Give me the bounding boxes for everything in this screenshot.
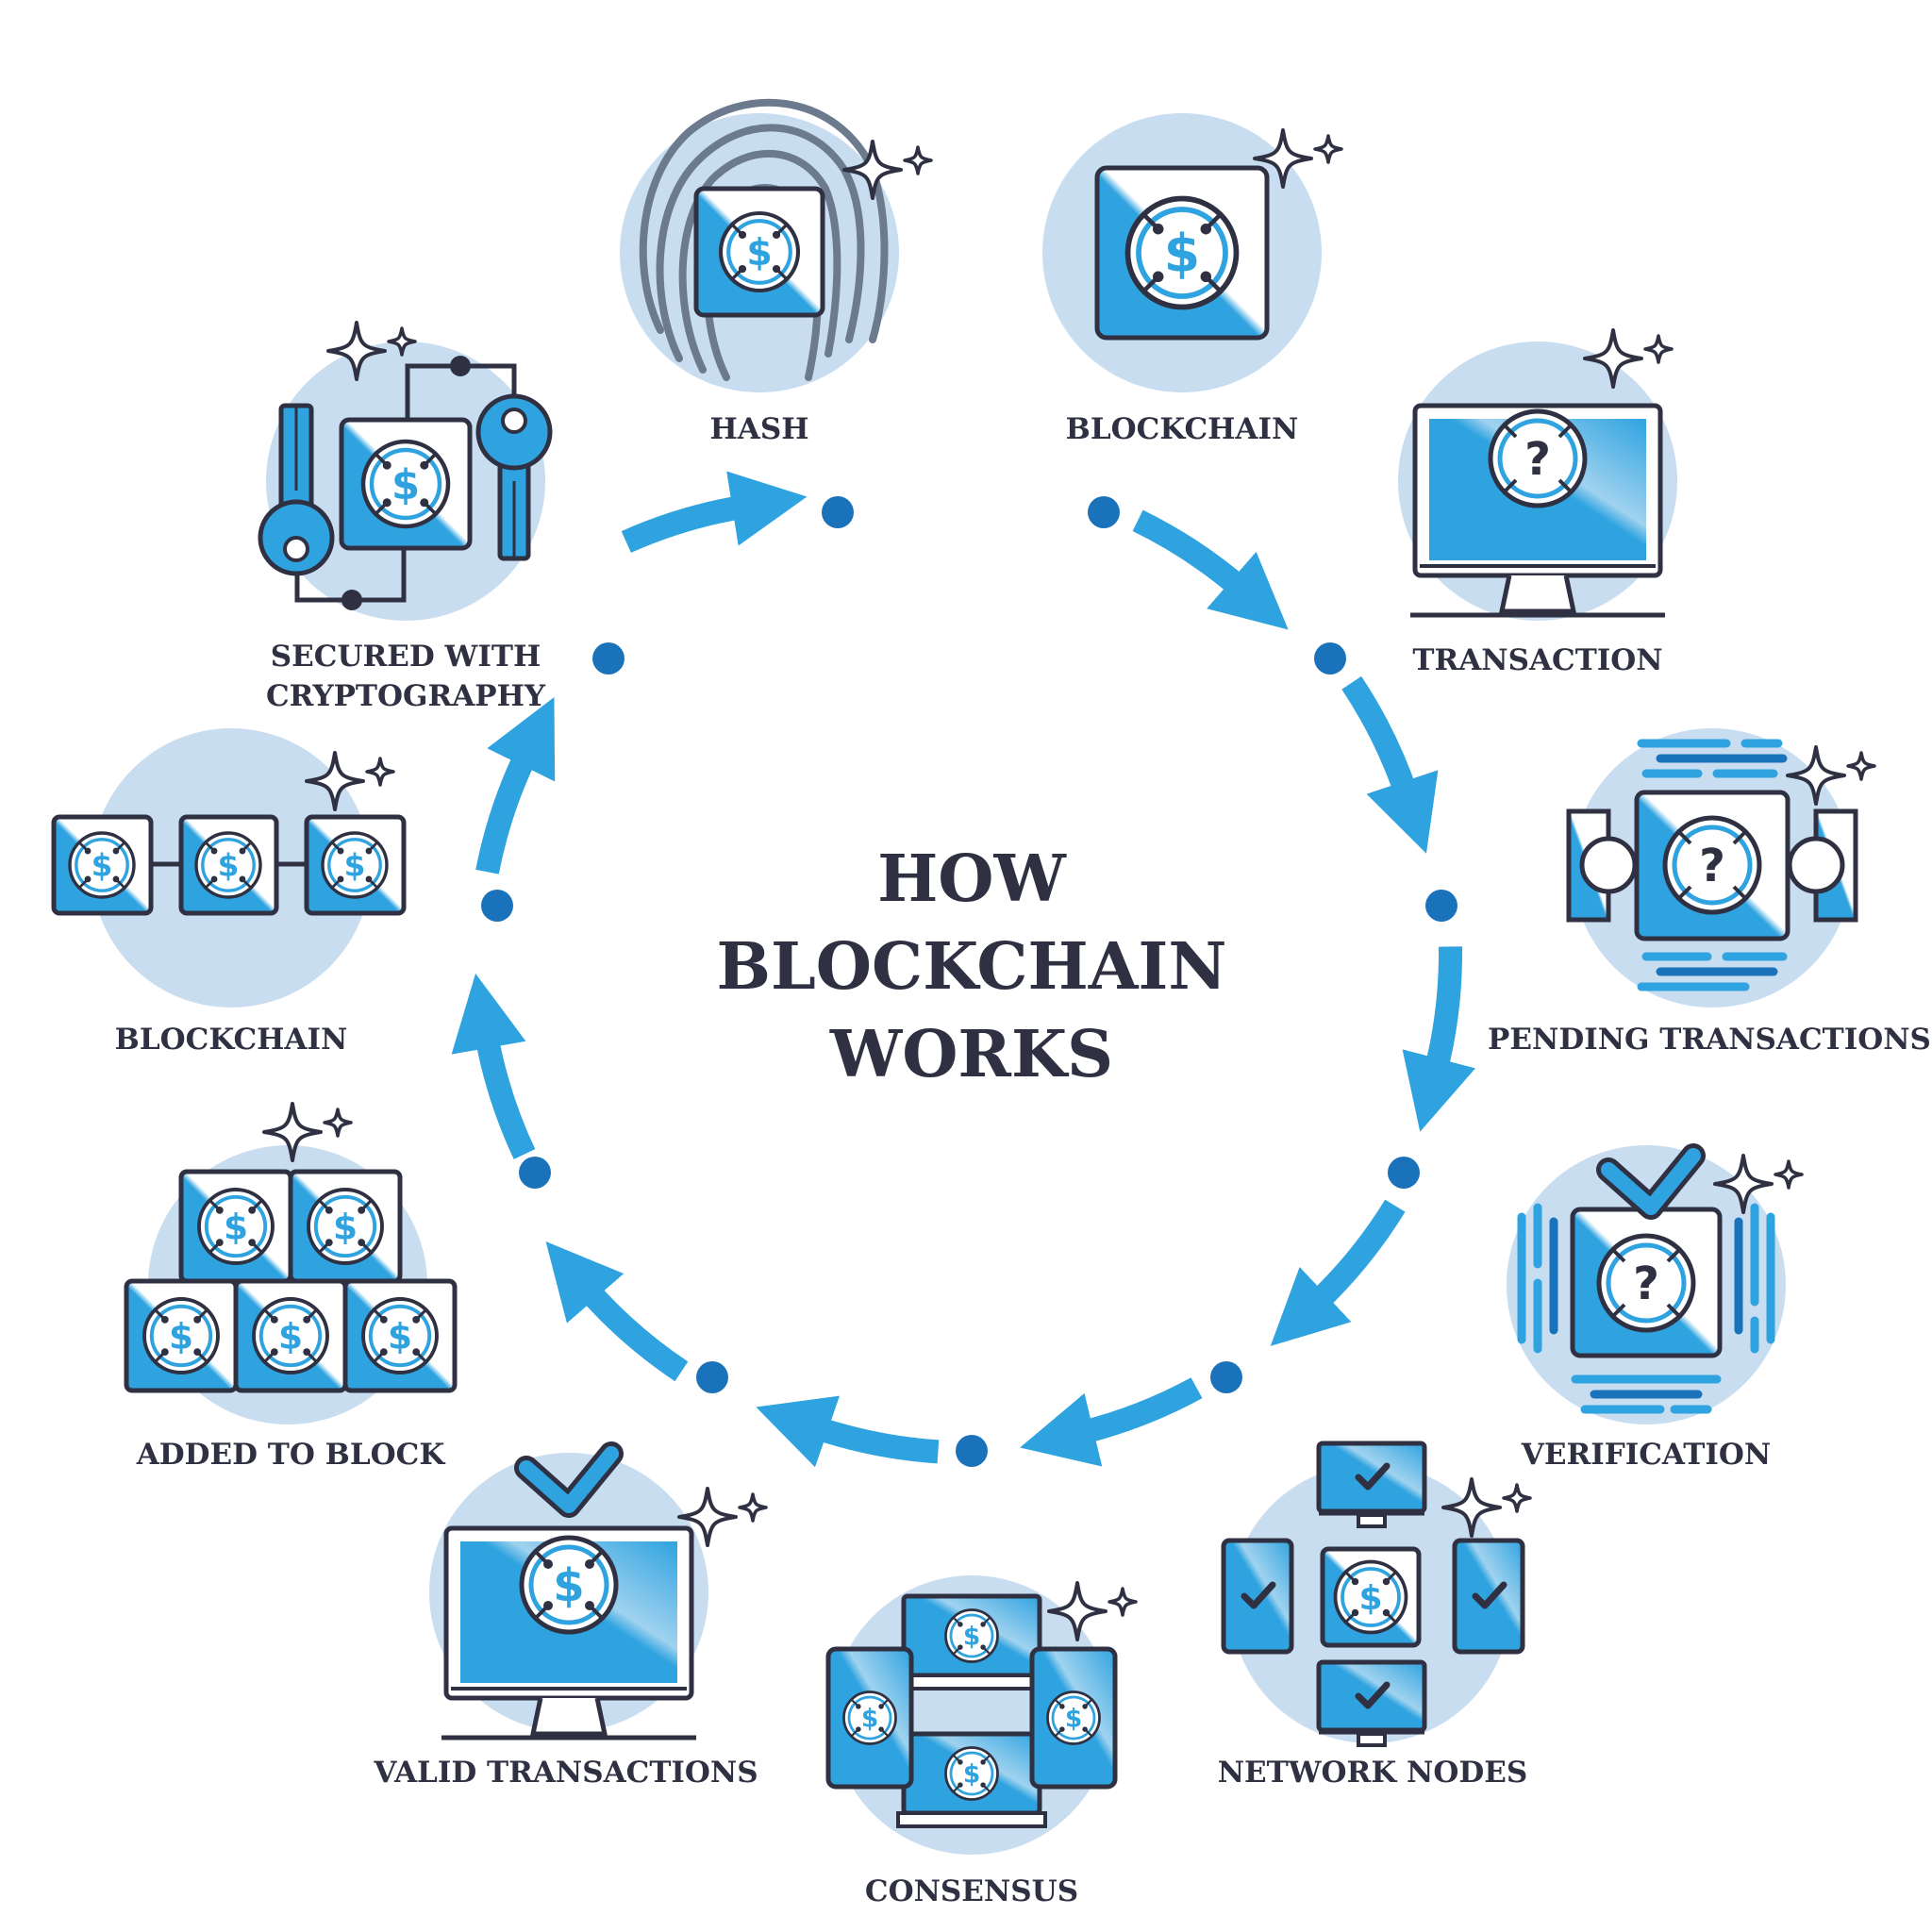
step-blockchain-left: BLOCKCHAIN [51, 728, 407, 1057]
step-label: PENDING TRANSACTIONS [1488, 1023, 1931, 1057]
cycle-node [1314, 642, 1346, 675]
stacked-blocks-icon [124, 1102, 458, 1393]
step-label: VERIFICATION [1521, 1438, 1771, 1472]
cycle-ring [451, 471, 1476, 1468]
cycle-arrow [451, 973, 536, 1159]
step-label: CONSENSUS [865, 1874, 1078, 1908]
step-pending-transactions: PENDING TRANSACTIONS [1488, 728, 1931, 1057]
step-label: TRANSACTION [1412, 643, 1662, 677]
step-label: BLOCKCHAIN [1066, 412, 1299, 446]
cycle-arrow [1341, 675, 1439, 854]
cycle-arrow [621, 471, 808, 553]
step-label: NETWORK NODES [1218, 1756, 1528, 1790]
step-verification: VERIFICATION [1507, 1145, 1804, 1472]
cycle-arrow [545, 1241, 689, 1382]
title-line-1: HOW [877, 841, 1067, 917]
step-hash: HASH [620, 98, 933, 446]
verified-block-icon [1517, 1156, 1804, 1414]
consensus-devices-icon [825, 1581, 1138, 1828]
cycle-node [1210, 1361, 1242, 1393]
cycle-node [1425, 890, 1457, 922]
title-line-3: WORKS [829, 1017, 1113, 1092]
network-nodes-icon [1221, 1441, 1532, 1747]
cycle-node [1088, 496, 1120, 528]
coin-block-icon [1094, 128, 1343, 341]
step-blockchain-top: BLOCKCHAIN [1042, 113, 1343, 446]
pending-queue-icon [1566, 739, 1876, 991]
step-label: VALID TRANSACTIONS [373, 1756, 758, 1790]
cycle-node [592, 642, 625, 675]
cycle-node [696, 1361, 728, 1393]
cycle-node [481, 890, 513, 922]
keys-lock-icon [258, 321, 553, 610]
step-consensus: CONSENSUS [825, 1575, 1138, 1908]
chained-blocks-icon [51, 751, 407, 916]
cycle-node [519, 1157, 551, 1189]
step-label: BLOCKCHAIN [115, 1023, 348, 1057]
cycle-node [1388, 1157, 1420, 1189]
step-secured-with-cryptography: SECURED WITH CRYPTOGRAPHY [258, 321, 553, 713]
fingerprint-coin-icon [639, 98, 933, 381]
cycle-arrow [475, 697, 556, 874]
step-label: ADDED TO BLOCK [136, 1438, 446, 1472]
step-label: SECURED WITH [271, 640, 541, 674]
cycle-node [956, 1435, 988, 1467]
diagram-title: HOW BLOCKCHAIN WORKS [716, 841, 1226, 1092]
cycle-arrow [1020, 1377, 1203, 1467]
step-label: HASH [709, 412, 808, 446]
title-line-2: BLOCKCHAIN [716, 929, 1226, 1005]
cycle-arrow [1132, 509, 1289, 630]
step-label: CRYPTOGRAPHY [266, 679, 546, 713]
step-added-to-block: ADDED TO BLOCK [124, 1102, 458, 1472]
cycle-arrow [756, 1395, 940, 1468]
step-transaction: TRANSACTION [1398, 328, 1677, 677]
cycle-arrow [1402, 946, 1476, 1132]
step-valid-transactions: VALID TRANSACTIONS [373, 1453, 768, 1790]
step-network-nodes: NETWORK NODES [1218, 1441, 1532, 1790]
cycle-arrow [1270, 1199, 1406, 1346]
cycle-node [822, 496, 854, 528]
